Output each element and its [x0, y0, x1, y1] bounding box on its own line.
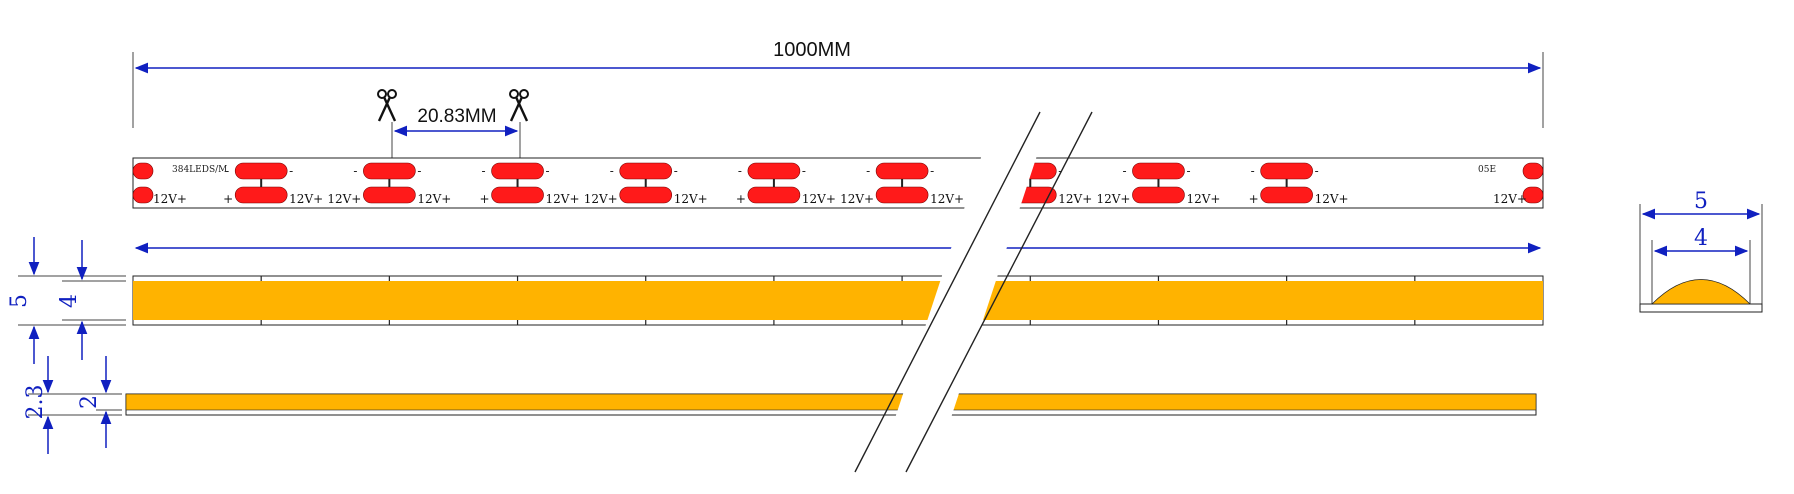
minus-label: - — [866, 164, 870, 178]
minus-label: - — [610, 164, 614, 178]
cut-interval-dimension: 20.83MM — [391, 106, 521, 158]
plus-label: + — [223, 192, 233, 206]
cross-section-view: 5 4 — [1639, 189, 1763, 313]
voltage-label: 12V+ — [802, 192, 836, 206]
minus-label: - — [289, 164, 293, 178]
minus-label: - — [225, 164, 229, 178]
led-pad — [1132, 186, 1185, 204]
total-length-dimension: 1000MM — [132, 39, 1544, 128]
led-pad — [491, 186, 544, 204]
minus-label: - — [417, 164, 421, 178]
led-pad — [747, 186, 801, 204]
minus-label: - — [674, 164, 678, 178]
led-pad — [363, 162, 416, 180]
led-pad — [1260, 162, 1313, 180]
total-length-label: 1000MM — [773, 39, 851, 61]
width-dimension: 5 4 — [7, 237, 126, 364]
minus-label: - — [546, 164, 550, 178]
strip-views-left: - - 12V+ + - - 12V+ 12V+ - - 12V+ + - - 12V+ 12V+ - - 12V+… — [125, 157, 1033, 416]
minus-label: - — [930, 164, 934, 178]
led-pad — [875, 186, 929, 204]
density-label: 384LEDS/M — [172, 165, 227, 175]
voltage-label: 12V+ — [1493, 192, 1527, 206]
voltage-label: 12V+ — [153, 192, 187, 206]
minus-label: - — [802, 164, 806, 178]
scissors-icon — [377, 89, 397, 122]
led-pad — [875, 162, 929, 180]
led-pad — [1132, 162, 1185, 180]
voltage-label: 12V+ — [1186, 192, 1220, 206]
led-pad — [619, 162, 673, 180]
strip-width-label: 5 — [7, 294, 32, 308]
strip-thickness-label: 2.3 — [23, 385, 48, 420]
minus-label: - — [482, 164, 486, 178]
break-lines — [854, 111, 1093, 473]
voltage-label: 12V+ — [1096, 192, 1130, 206]
minus-label: - — [994, 164, 998, 178]
scissors-icon — [509, 89, 529, 122]
minus-label: - — [1186, 164, 1190, 178]
cut-interval-label: 20.83MM — [417, 106, 496, 127]
voltage-label: 12V+ — [1058, 192, 1092, 206]
voltage-label: 12V+ — [417, 192, 451, 206]
plus-label: + — [480, 192, 490, 206]
series-label: 05E — [1478, 165, 1496, 175]
led-pad — [1260, 186, 1313, 204]
thickness-dimension: 2.3 2 — [23, 356, 122, 454]
section-outer-width-label: 5 — [1694, 189, 1708, 214]
voltage-label: 12V+ — [1315, 192, 1349, 206]
led-pad — [132, 162, 154, 180]
minus-label: - — [353, 164, 357, 178]
minus-label: - — [1058, 164, 1062, 178]
chip-width-label: 4 — [57, 294, 82, 308]
minus-label: - — [1315, 164, 1319, 178]
led-pad — [1522, 162, 1544, 180]
section-inner-width-label: 4 — [1694, 226, 1708, 251]
led-pad — [132, 186, 154, 204]
plus-label: + — [1249, 192, 1259, 206]
led-pad — [491, 162, 544, 180]
voltage-label: 12V+ — [840, 192, 874, 206]
voltage-label: 12V+ — [930, 192, 964, 206]
led-pad — [1522, 186, 1544, 204]
led-pad — [747, 162, 801, 180]
plus-label: + — [736, 192, 746, 206]
chip-thickness-label: 2 — [77, 395, 102, 409]
minus-label: - — [738, 164, 742, 178]
led-pad — [619, 186, 673, 204]
minus-label: - — [1122, 164, 1126, 178]
minus-label: - — [994, 164, 998, 178]
voltage-label: 12V+ — [584, 192, 618, 206]
led-pad — [363, 186, 416, 204]
voltage-label: 12V+ — [289, 192, 323, 206]
led-pad — [234, 186, 288, 204]
minus-label: - — [1251, 164, 1255, 178]
voltage-label: 12V+ — [674, 192, 708, 206]
voltage-label: 12V+ — [327, 192, 361, 206]
led-pad — [234, 162, 288, 180]
voltage-label: 12V+ — [546, 192, 580, 206]
